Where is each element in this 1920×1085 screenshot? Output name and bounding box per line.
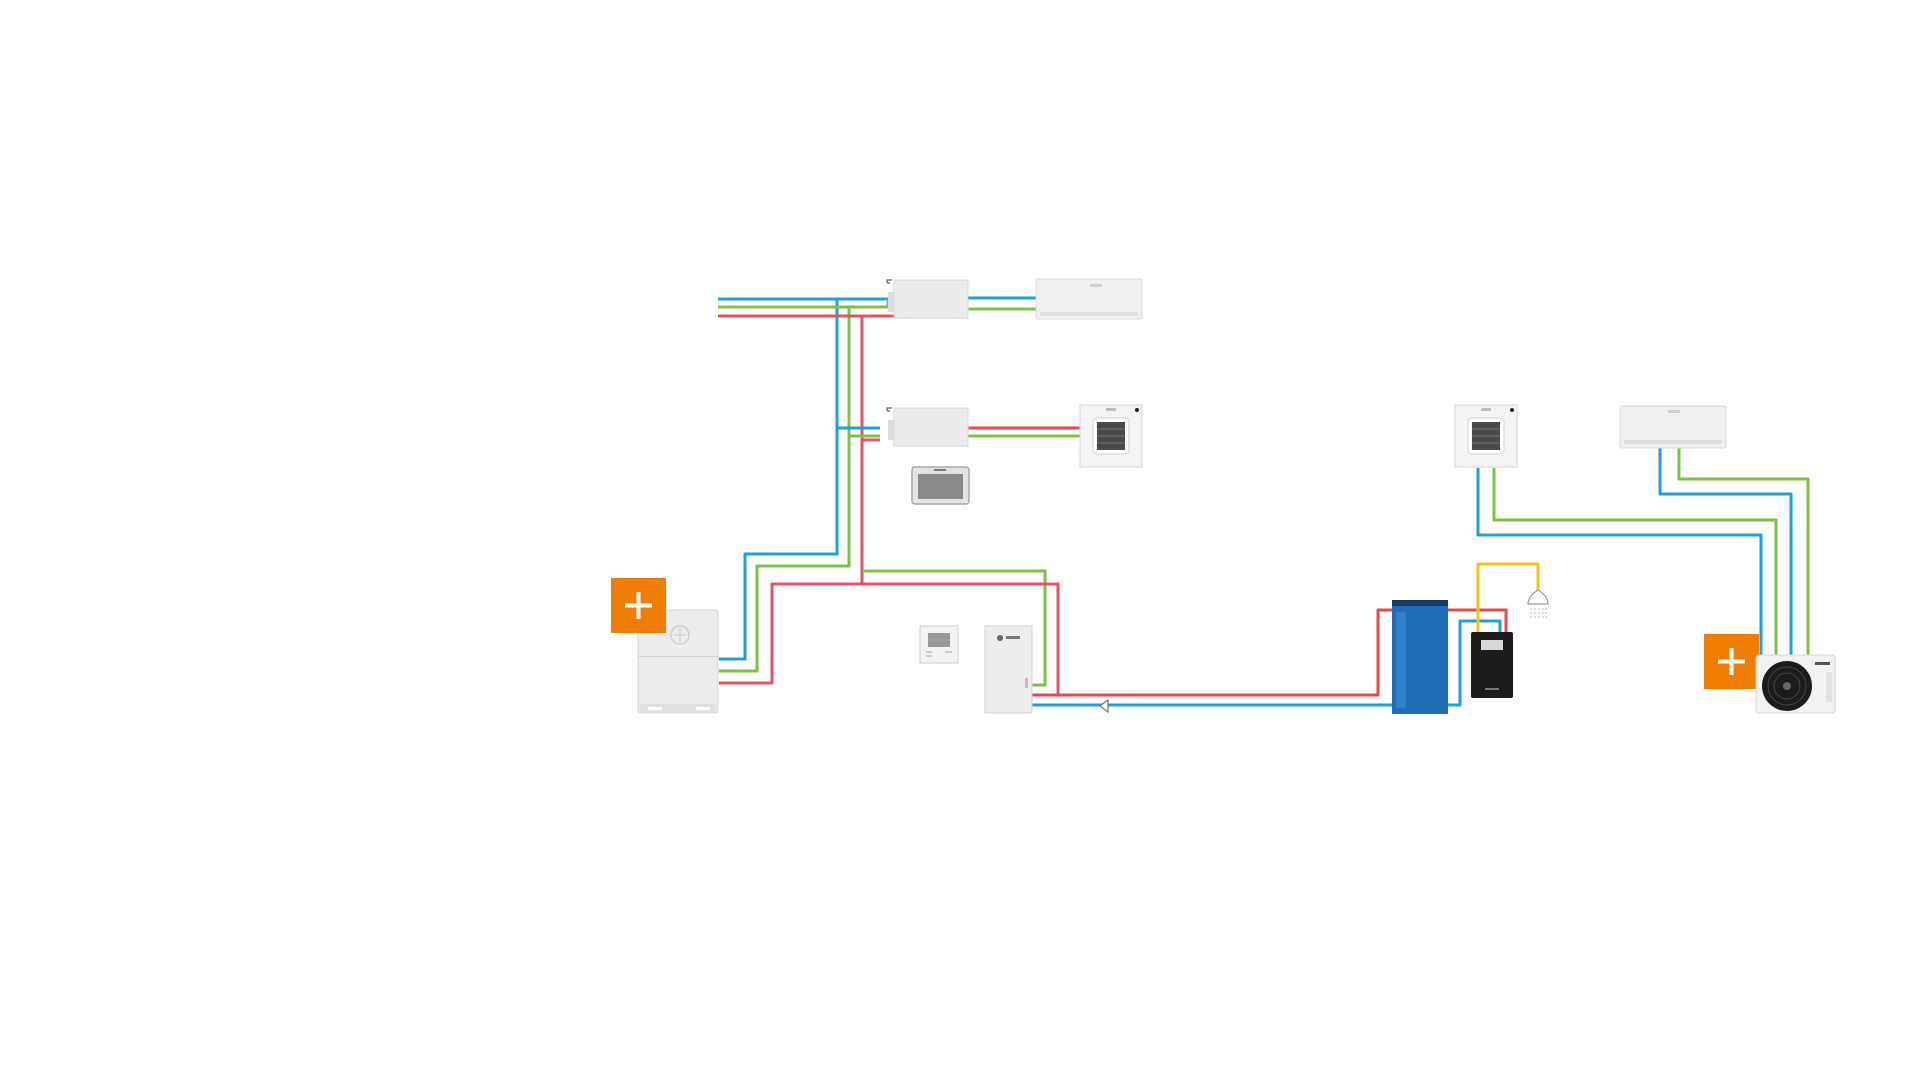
- pipe-comm-left: [718, 305, 851, 673]
- pipe-comm-right-wall: [1677, 447, 1810, 655]
- cassette-unit-left[interactable]: [1079, 404, 1143, 468]
- pipe-supply-left: [718, 314, 864, 685]
- outdoor-unit-right[interactable]: [1755, 654, 1836, 714]
- pipes: [718, 296, 1810, 707]
- outdoor-unit-left[interactable]: [637, 609, 719, 714]
- indoor-module[interactable]: [984, 625, 1033, 714]
- ducted-unit-2[interactable]: [886, 407, 969, 447]
- thermostat[interactable]: [919, 625, 959, 664]
- dhw-tank[interactable]: [1392, 600, 1448, 714]
- cassette-unit-right[interactable]: [1454, 404, 1518, 468]
- pipe-dhw: [1476, 562, 1540, 632]
- plus-icon: [1718, 648, 1745, 675]
- pipe-comm-branch-1: [849, 300, 894, 309]
- pipe-return-left: [718, 297, 839, 661]
- pipe-return-dark: [1440, 619, 1502, 707]
- logo-icon: [997, 635, 1003, 641]
- ducted-unit-1[interactable]: [886, 279, 969, 319]
- pipe-supply-tank: [1032, 608, 1392, 697]
- add-button-left[interactable]: [611, 578, 666, 633]
- pipe-return-right-wall: [1658, 447, 1793, 655]
- wall-unit-1[interactable]: [1035, 278, 1143, 320]
- pipe-return-right-cassette: [1476, 468, 1763, 655]
- valve-icon: [1099, 698, 1109, 714]
- pipe-comm-right-cassette: [1492, 468, 1778, 655]
- wall-unit-2[interactable]: [1619, 405, 1727, 449]
- pipe-supply-dark: [1440, 608, 1508, 632]
- plus-icon: [625, 592, 652, 619]
- shower-icon: [1527, 589, 1549, 620]
- dark-unit[interactable]: [1471, 632, 1513, 698]
- add-button-right[interactable]: [1704, 634, 1759, 689]
- room-controller-tablet[interactable]: [911, 466, 970, 505]
- pipe-comm-indoor: [862, 569, 1047, 687]
- logo-icon: [670, 625, 690, 645]
